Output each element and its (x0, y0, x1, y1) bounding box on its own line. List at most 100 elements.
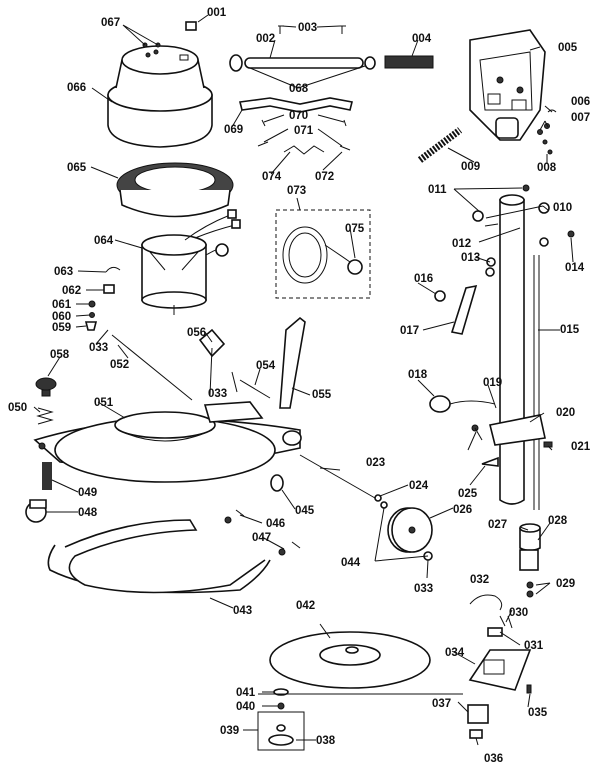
part-label-075: 075 (345, 223, 365, 235)
part-label-070: 070 (289, 110, 308, 122)
part-label-013: 013 (461, 252, 480, 264)
part-label-048: 048 (78, 507, 98, 519)
handle-housing-drawing (469, 29, 546, 141)
part-label-037: 037 (432, 698, 451, 710)
switch-plate-drawing (468, 615, 532, 694)
part-label-040: 040 (236, 701, 255, 713)
part-label-014: 014 (565, 262, 585, 274)
part-label-007: 007 (571, 112, 590, 124)
part-label-015: 015 (560, 324, 580, 336)
part-label-001: 001 (207, 7, 227, 19)
clutch-drawing (257, 688, 305, 751)
part-label-019: 019 (483, 377, 502, 389)
cord-box-drawing (275, 209, 371, 299)
switch-block-drawing (467, 704, 489, 739)
part-label-054: 054 (256, 360, 276, 372)
part-label-009: 009 (461, 161, 480, 173)
part-label-003: 003 (298, 22, 317, 34)
part-label-066: 066 (67, 82, 86, 94)
hardware-045-047-drawing (224, 474, 301, 556)
lever-drawing (434, 284, 478, 335)
part-label-067: 067 (101, 17, 120, 29)
part-label-062: 062 (62, 285, 81, 297)
part-label-044: 044 (341, 557, 361, 569)
part-label-020: 020 (556, 407, 575, 419)
part-label-050: 050 (8, 402, 27, 414)
part-label-041: 041 (236, 687, 256, 699)
part-label-033-left: 033 (89, 342, 108, 354)
part-drawings (25, 21, 575, 751)
part-labels: 001 002 003 004 005 006 007 008 009 010 … (8, 7, 591, 765)
part-label-016: 016 (414, 273, 433, 285)
part-label-024: 024 (409, 480, 429, 492)
bracket-drawing (239, 97, 353, 155)
part-label-043: 043 (233, 605, 252, 617)
part-label-006: 006 (571, 96, 590, 108)
part-label-026: 026 (453, 504, 472, 516)
part-label-033-mid: 033 (208, 388, 227, 400)
motor-drawing (141, 209, 241, 315)
wheel-axle-drawing (299, 454, 433, 561)
part-label-002: 002 (256, 33, 275, 45)
part-label-046: 046 (266, 518, 285, 530)
switch-assembly-drawing (429, 395, 553, 467)
part-label-030: 030 (509, 607, 528, 619)
cable-032-drawing (469, 594, 503, 611)
links-drawing (239, 316, 306, 409)
part-label-017: 017 (400, 325, 419, 337)
small-parts-right-top-drawing (537, 109, 557, 155)
part-label-061: 061 (52, 299, 72, 311)
part-label-073: 073 (287, 185, 306, 197)
part-label-036: 036 (484, 753, 503, 765)
part-label-035: 035 (528, 707, 548, 719)
part-label-027: 027 (488, 519, 507, 531)
part-label-018: 018 (408, 369, 428, 381)
part-label-063: 063 (54, 266, 73, 278)
part-label-068: 068 (289, 83, 309, 95)
part-label-074: 074 (262, 171, 282, 183)
part-label-055: 055 (312, 389, 332, 401)
leader-lines (33, 14, 574, 746)
part-label-060: 060 (52, 311, 71, 323)
bushing-drawing (519, 523, 541, 598)
small-parts-left-drawing (84, 266, 121, 331)
part-label-051: 051 (94, 397, 114, 409)
part-label-072: 072 (315, 171, 334, 183)
top-shaft-drawing (185, 21, 434, 72)
spring-009-drawing (417, 127, 463, 163)
part-label-023: 023 (366, 457, 385, 469)
handle-rods-drawing (111, 328, 226, 401)
part-label-049: 049 (78, 487, 97, 499)
part-label-058: 058 (50, 349, 70, 361)
part-label-059: 059 (52, 322, 71, 334)
part-label-064: 064 (94, 235, 114, 247)
part-label-033-right: 033 (414, 583, 433, 595)
base-drawing (33, 401, 302, 483)
part-label-069: 069 (224, 124, 243, 136)
part-label-004: 004 (412, 33, 432, 45)
part-label-005: 005 (558, 42, 578, 54)
part-label-056: 056 (187, 327, 206, 339)
part-label-028: 028 (548, 515, 568, 527)
part-label-025: 025 (458, 488, 478, 500)
filter-ring-drawing (116, 162, 234, 218)
part-label-012: 012 (452, 238, 471, 250)
part-label-039: 039 (220, 725, 239, 737)
part-label-038: 038 (316, 735, 336, 747)
part-label-032: 032 (470, 574, 489, 586)
part-label-042: 042 (296, 600, 315, 612)
pad-drawing (269, 631, 431, 689)
part-label-011: 011 (428, 184, 447, 196)
part-label-071: 071 (294, 125, 314, 137)
part-label-008: 008 (537, 162, 557, 174)
motor-cover-drawing (107, 42, 213, 148)
part-label-021: 021 (571, 441, 591, 453)
part-label-031: 031 (524, 640, 544, 652)
part-label-065: 065 (67, 162, 87, 174)
part-label-010: 010 (553, 202, 572, 214)
adjuster-drawing (25, 377, 57, 523)
bumper-drawing (47, 519, 271, 594)
part-label-034: 034 (445, 647, 465, 659)
part-label-045: 045 (295, 505, 315, 517)
